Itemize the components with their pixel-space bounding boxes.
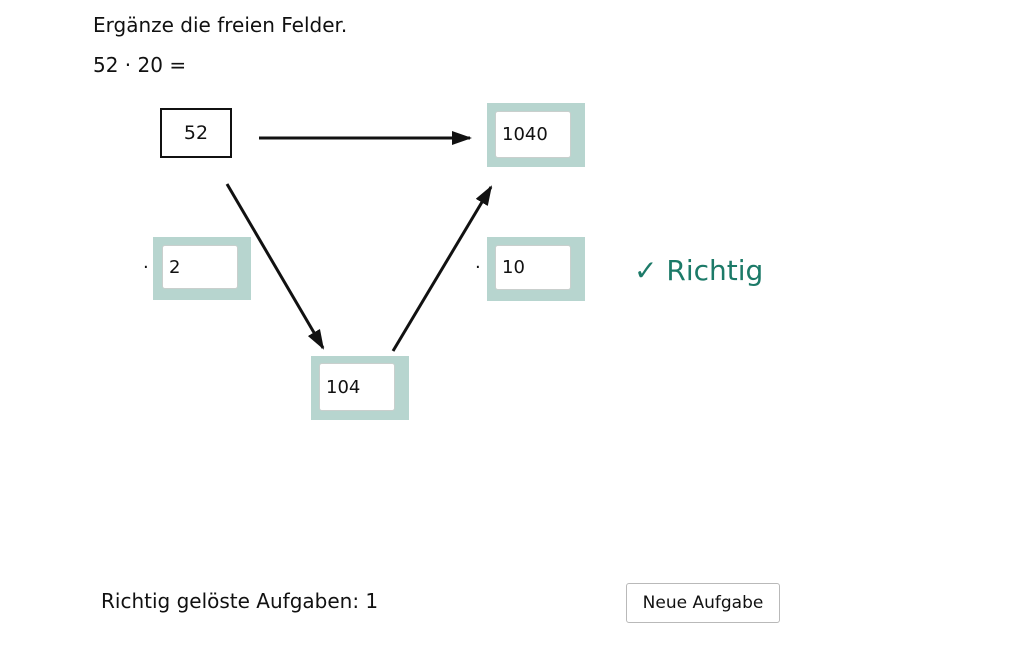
result-field-container <box>487 103 585 167</box>
instruction-text: Ergänze die freien Felder. <box>93 13 348 37</box>
factor1-operator: · <box>143 257 149 278</box>
intermediate-input[interactable] <box>319 363 395 411</box>
factor2-input[interactable] <box>495 245 571 290</box>
factor2-field-container <box>487 237 585 301</box>
factor1-input[interactable] <box>162 245 238 289</box>
arrow-left-down <box>225 183 325 350</box>
intermediate-field-container <box>311 356 409 420</box>
arrow-right-up <box>391 185 493 352</box>
start-value-box: 52 <box>160 108 232 158</box>
result-input[interactable] <box>495 111 571 158</box>
new-task-button[interactable]: Neue Aufgabe <box>626 583 780 623</box>
solved-counter: Richtig gelöste Aufgaben: 1 <box>101 589 379 613</box>
feedback-correct: ✓ Richtig <box>634 254 764 287</box>
factor2-operator: · <box>475 257 481 278</box>
factor1-field-container <box>153 237 251 300</box>
equation-text: 52 · 20 = <box>93 53 187 77</box>
